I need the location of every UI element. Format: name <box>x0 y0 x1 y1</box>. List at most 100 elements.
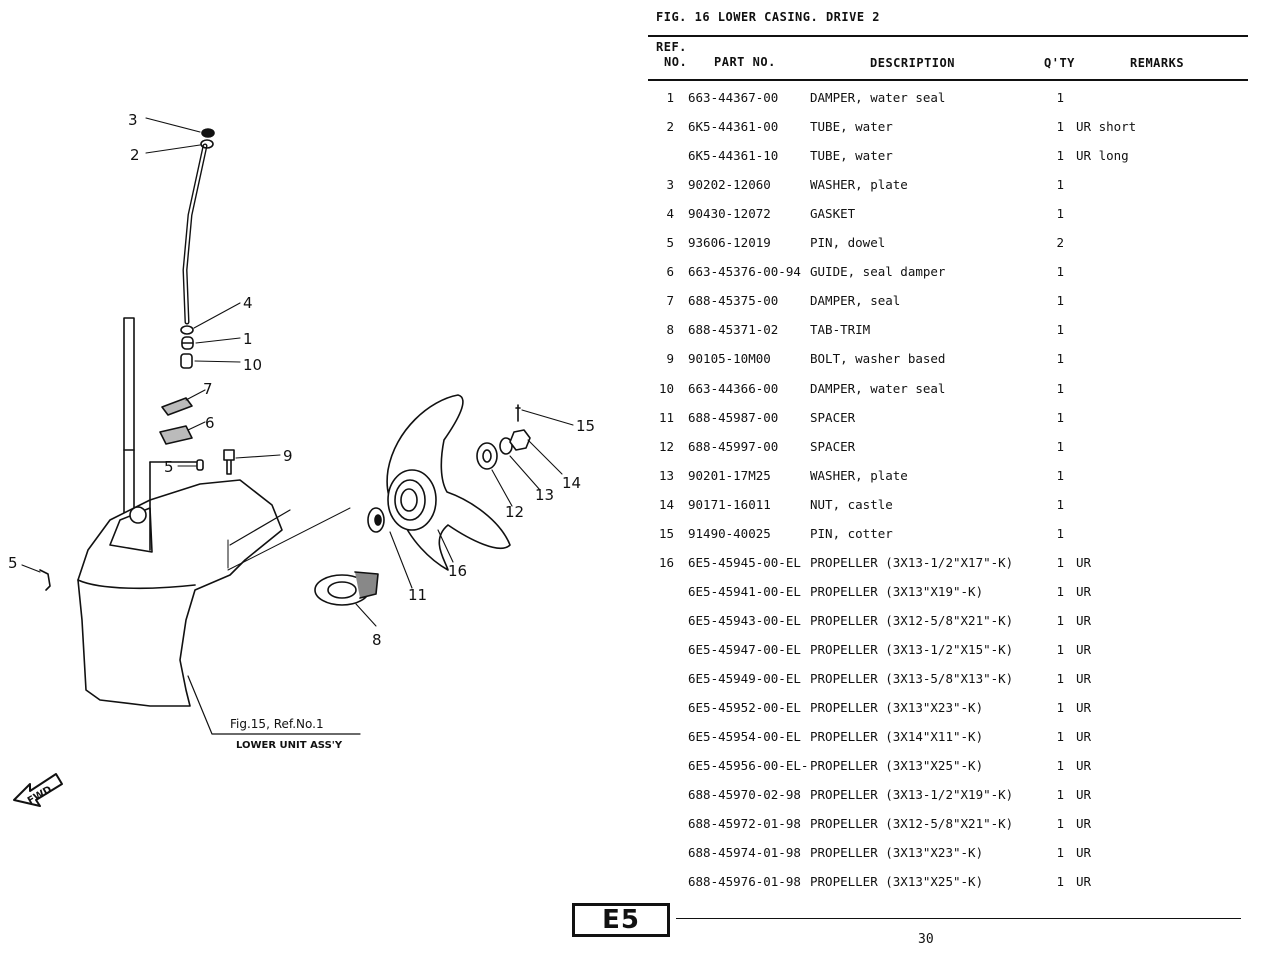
callout-5b: 5 <box>8 554 18 572</box>
cell-description: PROPELLER (3X12-5/8"X21"-K) <box>810 816 1014 832</box>
callout-6: 6 <box>205 414 215 432</box>
cotter-pin-part <box>515 404 521 422</box>
cell-description: PROPELLER (3X13"X25"-K) <box>810 758 984 774</box>
cell-description: TUBE, water <box>810 148 893 164</box>
callout-8: 8 <box>372 631 382 649</box>
cell-description: DAMPER, water seal <box>810 380 946 396</box>
cell-part-no: 688-45987-00 <box>688 409 779 425</box>
cell-qty: 1 <box>1056 845 1064 861</box>
callout-10: 10 <box>243 356 262 374</box>
cell-ref-no: 11 <box>658 409 674 425</box>
cell-qty: 1 <box>1056 90 1064 105</box>
cell-description: PROPELLER (3X13-1/2"X15"-K) <box>810 641 1014 657</box>
cell-description: PROPELLER (3X13"X25"-K) <box>810 874 984 890</box>
cell-part-no: 6E5-45941-00-EL <box>688 583 801 599</box>
gasket-part <box>180 325 194 335</box>
cell-part-no: 91490-40025 <box>688 525 771 541</box>
callout-14: 14 <box>562 474 581 492</box>
cell-qty: 1 <box>1056 787 1064 803</box>
cell-ref-no: 5 <box>666 235 674 251</box>
cell-ref-no: 8 <box>666 322 674 338</box>
cell-remarks: UR <box>1076 787 1092 803</box>
cell-qty: 1 <box>1056 758 1064 774</box>
cell-part-no: 93606-12019 <box>688 235 771 251</box>
cell-description: PROPELLER (3X13-1/2"X17"-K) <box>810 554 1014 570</box>
table-row: 6E5-45956-00-EL-PROPELLER (3X13"X25"-K)1… <box>0 758 1282 778</box>
cell-remarks: UR <box>1076 758 1092 774</box>
cell-qty: 1 <box>1056 293 1064 309</box>
cell-qty: 1 <box>1056 467 1064 483</box>
cell-qty: 1 <box>1056 816 1064 832</box>
header-description: DESCRIPTION <box>870 56 955 70</box>
cell-remarks: UR <box>1076 671 1092 686</box>
callout-1: 1 <box>243 330 253 348</box>
cell-part-no: 688-45970-02-98 <box>688 787 801 803</box>
cell-description: SPACER <box>810 438 856 454</box>
cell-part-no: 688-45997-00 <box>688 438 779 454</box>
cell-ref-no: 4 <box>666 206 674 222</box>
cell-description: GASKET <box>810 206 856 222</box>
cell-part-no: 6E5-45947-00-EL <box>688 641 801 657</box>
cell-ref-no: 6 <box>666 264 674 280</box>
cell-part-no: 6E5-45949-00-EL <box>688 671 801 686</box>
page-number: 30 <box>918 932 934 947</box>
cell-part-no: 6K5-44361-00 <box>688 119 779 135</box>
cell-part-no: 90430-12072 <box>688 206 771 222</box>
cell-description: TAB-TRIM <box>810 322 871 338</box>
cell-remarks: UR <box>1076 816 1092 832</box>
cell-qty: 1 <box>1056 206 1064 222</box>
cell-ref-no: 15 <box>658 525 674 541</box>
cell-ref-no: 3 <box>666 177 674 193</box>
cell-qty: 1 <box>1056 583 1064 599</box>
propeller-part <box>386 394 511 571</box>
cell-part-no: 6E5-45954-00-EL <box>688 729 801 745</box>
section-badge: E5 <box>572 903 670 937</box>
cell-ref-no: 16 <box>658 554 674 570</box>
callout-13: 13 <box>535 486 554 504</box>
cell-ref-no: 13 <box>658 467 674 483</box>
cell-description: WASHER, plate <box>810 177 908 193</box>
cell-description: SPACER <box>810 409 856 425</box>
cell-qty: 1 <box>1056 525 1064 541</box>
cell-description: TUBE, water <box>810 119 893 135</box>
header-bottom-rule <box>648 79 1248 81</box>
callout-9: 9 <box>283 447 293 465</box>
callout-15: 15 <box>576 417 595 435</box>
table-top-rule <box>648 35 1248 37</box>
table-row: 6E5-45947-00-EL PROPELLER (3X13-1/2"X15"-… <box>0 642 1282 662</box>
seal-guide-part <box>159 425 193 445</box>
cell-part-no: 688-45974-01-98 <box>688 845 801 861</box>
table-row: 4 90430-12072 GASKET 1 <box>0 206 1282 226</box>
cell-part-no: 688-45972-01-98 <box>688 816 801 832</box>
cell-qty: 1 <box>1056 148 1064 164</box>
cell-description: GUIDE, seal damper <box>810 264 946 280</box>
cell-remarks: UR <box>1076 612 1092 628</box>
callout-2: 2 <box>130 146 140 164</box>
cell-qty: 1 <box>1056 729 1064 745</box>
cell-qty: 1 <box>1056 700 1064 716</box>
header-remarks: REMARKS <box>1130 56 1185 70</box>
fwd-arrow-icon <box>13 773 63 807</box>
cell-ref-no: 2 <box>666 119 674 135</box>
cell-part-no: 90171-16011 <box>688 496 771 512</box>
figure-title: FIG. 16 LOWER CASING. DRIVE 2 <box>656 10 881 24</box>
cell-qty: 1 <box>1056 322 1064 338</box>
cell-remarks: UR <box>1076 641 1092 657</box>
cell-part-no: 688-45976-01-98 <box>688 874 801 890</box>
cell-ref-no: 12 <box>658 438 674 454</box>
damper-seal-part <box>161 397 193 416</box>
cell-description: WASHER, plate <box>810 467 908 483</box>
